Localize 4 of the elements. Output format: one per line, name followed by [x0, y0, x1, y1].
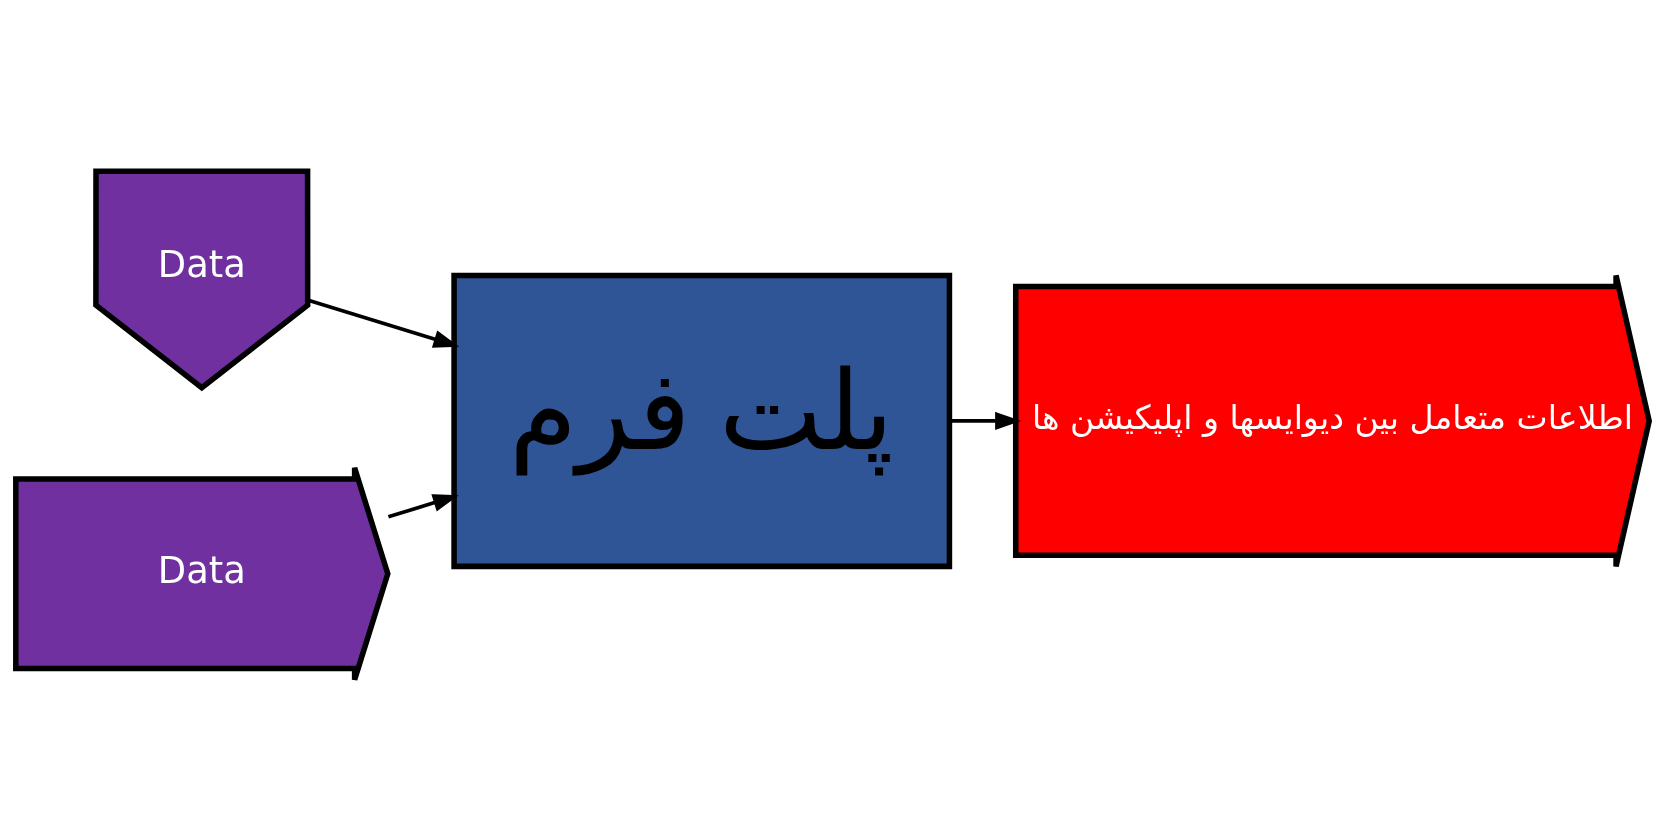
arrow [949, 411, 1021, 430]
arrow [307, 298, 460, 348]
arrow [387, 494, 459, 519]
node-box: پلت فرم [451, 272, 953, 570]
